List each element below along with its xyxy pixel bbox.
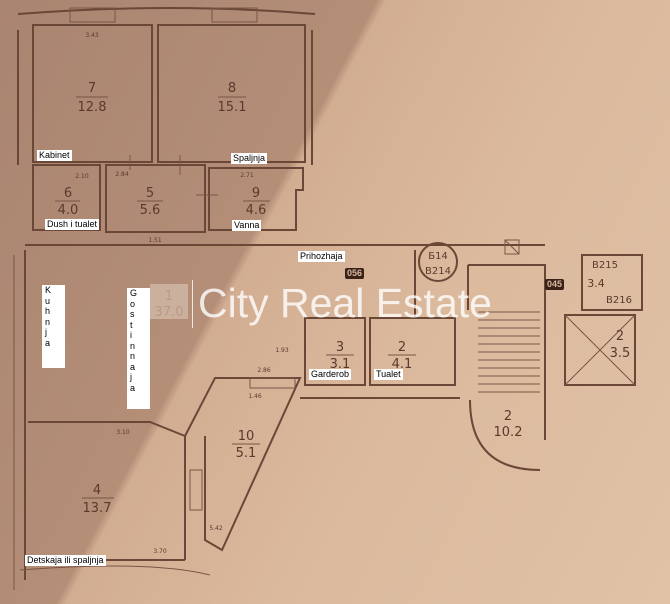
room-area: 5.6	[140, 203, 161, 218]
room-number: 1	[165, 289, 173, 304]
dimension: 3.70	[153, 548, 167, 555]
facade-wall	[19, 565, 211, 576]
dimension: 3.10	[116, 429, 130, 436]
dimension: 2.71	[240, 172, 254, 179]
dimension: 2.84	[115, 171, 129, 178]
room-code: B216	[606, 295, 632, 306]
room-area: 4.1	[392, 357, 413, 372]
room-number: 9	[252, 186, 260, 201]
window	[69, 7, 116, 23]
room-area: 15.1	[218, 100, 247, 115]
room-area: 4.0	[58, 203, 79, 218]
room-area: 3.1	[330, 357, 351, 372]
dimension: 2.10	[75, 173, 89, 180]
watermark-divider	[192, 280, 193, 328]
room-10	[184, 377, 302, 552]
room-area: 37.0	[155, 305, 184, 320]
stair-steps	[478, 311, 540, 393]
stair-curve	[469, 399, 541, 471]
dimension: 1.46	[248, 393, 262, 400]
label-kabinet: Kabinet	[37, 150, 72, 161]
tag-056: 056	[345, 268, 365, 279]
room-number: 3	[336, 340, 344, 355]
stair-number: 2	[504, 409, 512, 424]
vent	[504, 239, 520, 255]
watermark: City Real Estate	[198, 280, 492, 326]
label-detskaja: Detskaja ili spaljnja	[25, 555, 106, 566]
tag-045: 045	[545, 279, 565, 290]
lift-cross	[564, 314, 636, 386]
dimension: 1.51	[148, 237, 162, 244]
stair-area: 10.2	[494, 425, 523, 440]
room-number: 10	[238, 429, 255, 444]
room-area: 12.8	[78, 100, 107, 115]
vent	[504, 239, 520, 255]
room-3	[304, 317, 366, 386]
room-number: 7	[88, 81, 96, 96]
room-number: 5	[146, 186, 154, 201]
label-gostinnaja: G o s t i n n a j a	[127, 288, 150, 409]
label-spaljnja: Spaljnja	[231, 153, 268, 164]
label-kuhnja: K u h n j a	[42, 285, 65, 368]
room-2	[369, 317, 456, 386]
room-6	[32, 164, 101, 231]
label-garderob: Garderob	[309, 369, 352, 380]
room-area: 5.1	[236, 446, 257, 461]
room-number: 4	[93, 483, 101, 498]
room-area: 4.6	[246, 203, 267, 218]
room-9	[208, 167, 304, 231]
dimension: 1.93	[275, 347, 289, 354]
room-number: 6	[64, 186, 72, 201]
label-vanna: Vanna	[232, 220, 262, 231]
shaft-code: Б14	[428, 251, 448, 262]
room-area: 13.7	[83, 501, 112, 516]
room-area: 3.5	[610, 346, 631, 361]
room-number: 8	[228, 81, 236, 96]
facade-wall	[17, 7, 316, 15]
label-dush-i-tualet: Dush i tualet	[45, 219, 100, 230]
room-area: 3.4	[587, 277, 605, 290]
lift-shaft	[564, 314, 636, 386]
window	[249, 377, 296, 389]
room-b215	[581, 254, 643, 311]
shaft-circle	[418, 242, 458, 282]
room-number: 2	[616, 329, 624, 344]
room-5	[105, 164, 206, 233]
shaft-code: B214	[425, 266, 451, 277]
room-4-wall	[28, 421, 186, 560]
window	[189, 469, 203, 511]
stairwell	[467, 264, 546, 440]
dimension: 3.43	[85, 32, 99, 39]
room-number: 2	[398, 340, 406, 355]
label-prihozhaja: Prihozhaja	[298, 251, 345, 262]
label-tualet: Tualet	[374, 369, 403, 380]
dimension: 2.86	[257, 367, 271, 374]
room-7	[32, 24, 153, 163]
window	[211, 7, 258, 23]
dimension: 5.42	[209, 525, 223, 532]
room-code: B215	[592, 260, 618, 271]
